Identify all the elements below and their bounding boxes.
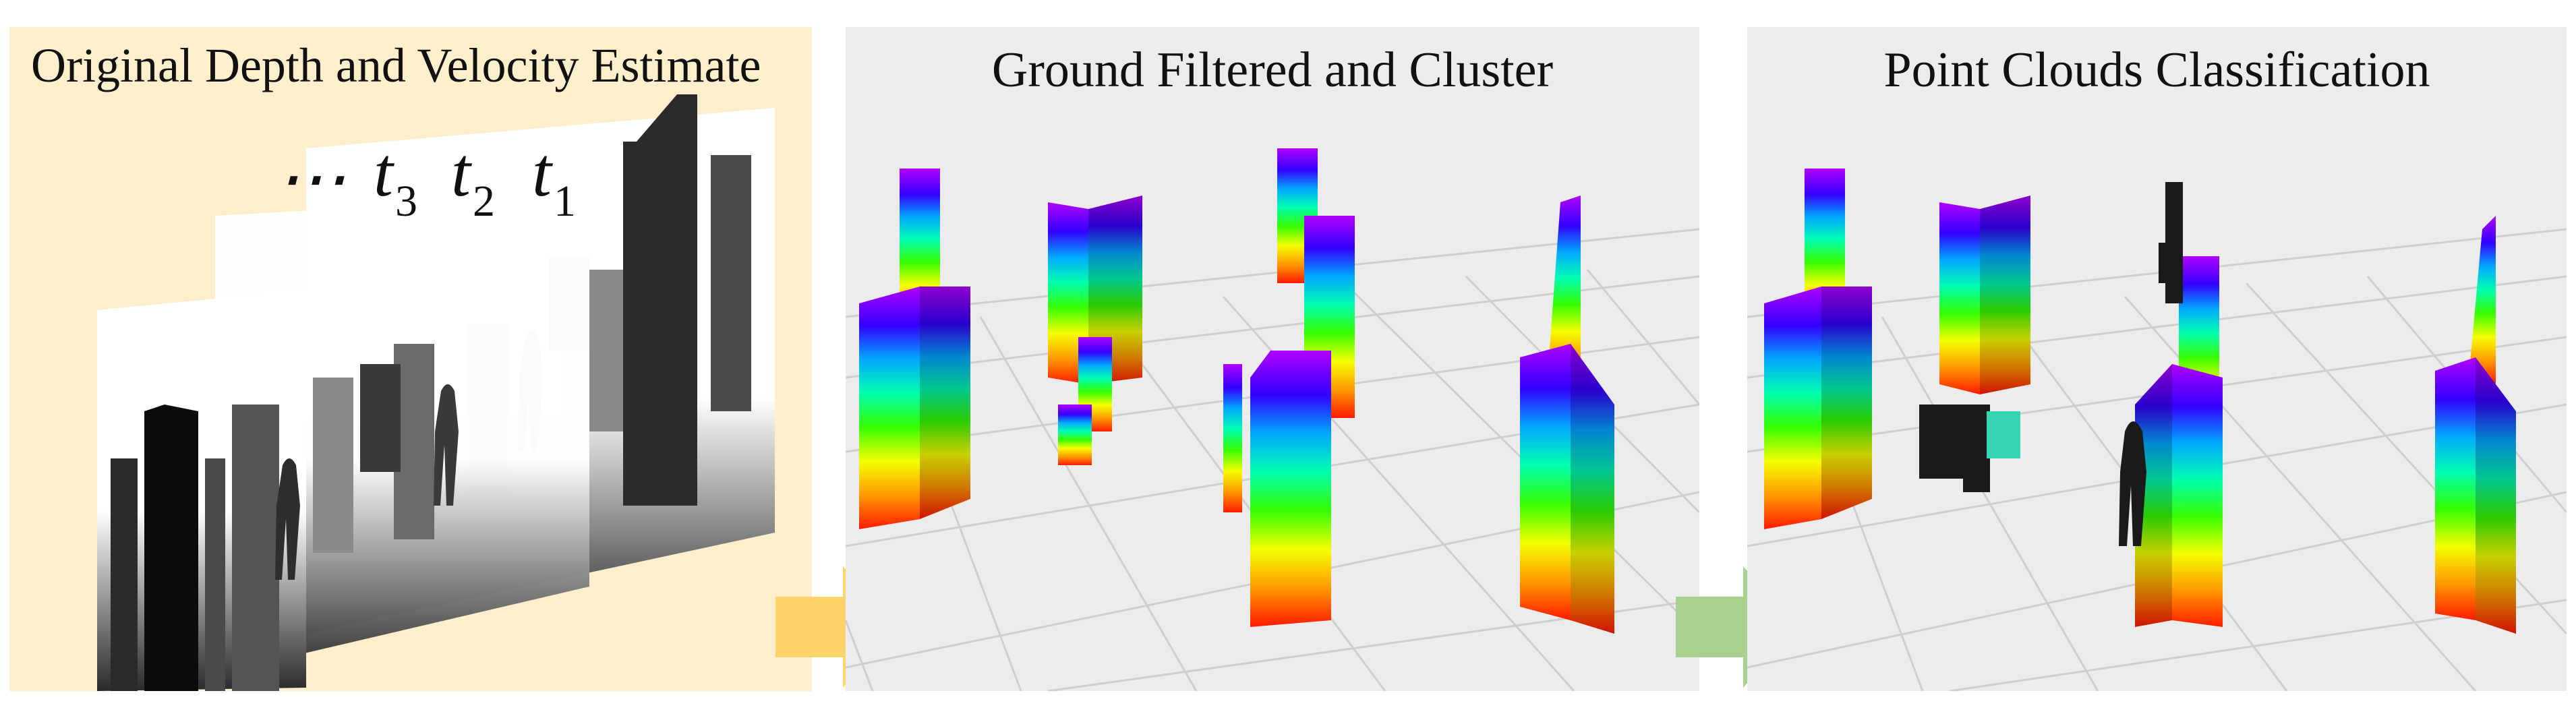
classify-panel-title: Point Clouds Classification — [1883, 42, 2430, 98]
timestep-t2-sub: 2 — [473, 177, 495, 226]
depth-frames-illustration: ⋯ t 3 t 2 t 1 — [97, 94, 775, 691]
pole-cluster — [859, 148, 1614, 634]
timestep-t1-sub: 1 — [554, 177, 576, 226]
ellipsis-label: ⋯ — [276, 140, 346, 218]
timestep-t3-sub: 3 — [395, 177, 417, 226]
classified-objects — [1764, 169, 2516, 634]
timestep-labels: ⋯ t 3 t 2 t 1 — [276, 133, 576, 226]
cluster-panel-title: Ground Filtered and Cluster — [991, 42, 1554, 98]
depth-frame-t3 — [97, 290, 306, 691]
timestep-t2: t — [451, 133, 472, 211]
cluster-pointcloud-scene — [846, 148, 1699, 691]
timestep-t1: t — [532, 133, 553, 211]
classify-pointcloud-scene — [1747, 169, 2567, 691]
classify-panel: Point Clouds Classification — [1747, 27, 2567, 691]
depth-frame-t2 — [215, 196, 589, 674]
timestep-t3: t — [374, 133, 394, 211]
cluster-panel: Ground Filtered and Cluster — [846, 27, 1699, 691]
depth-panel-title: Original Depth and Velocity Estimate — [31, 38, 761, 92]
person-class-points — [1919, 182, 2183, 546]
depth-panel: ⋯ t 3 t 2 t 1 Original Depth and Velocit… — [9, 27, 812, 691]
object-class-points — [1987, 411, 2020, 458]
